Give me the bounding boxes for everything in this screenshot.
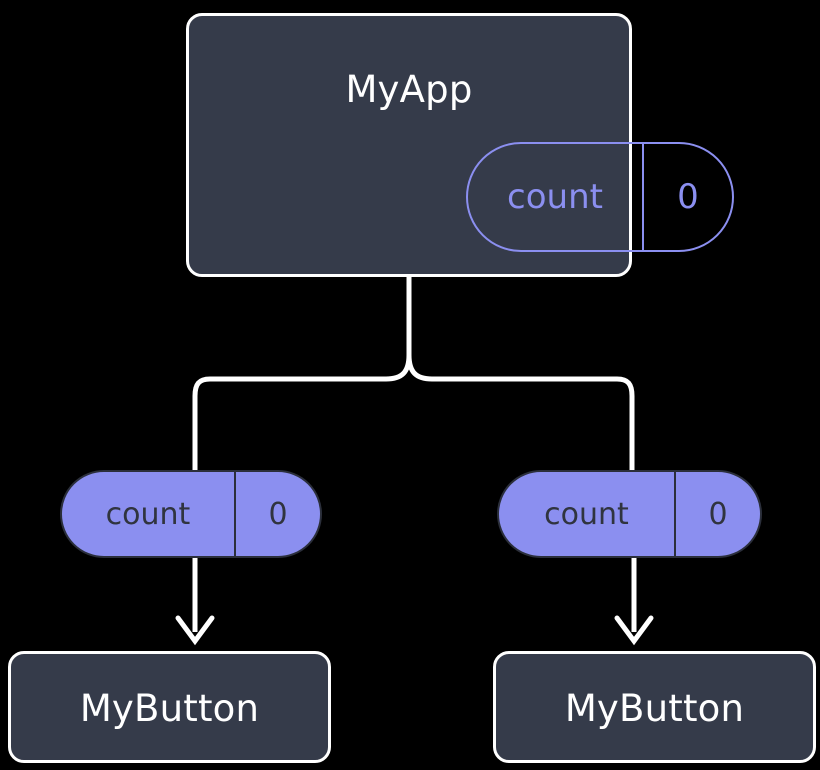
arrow-right-head bbox=[614, 615, 654, 646]
component-node-myapp[interactable]: MyApp count 0 bbox=[186, 13, 734, 277]
edge-root-to-left-branch bbox=[192, 274, 412, 473]
prop-pill-value: 0 bbox=[708, 496, 728, 532]
state-pill-myapp[interactable]: count 0 bbox=[466, 142, 734, 252]
state-pill-value: 0 bbox=[677, 177, 699, 217]
prop-pill-left[interactable]: count 0 bbox=[60, 470, 322, 558]
prop-pill-key: count bbox=[62, 472, 236, 556]
edge-root-to-right-branch bbox=[406, 274, 635, 473]
prop-pill-key: count bbox=[499, 472, 676, 556]
prop-pill-right[interactable]: count 0 bbox=[497, 470, 762, 558]
component-label-myapp: MyApp bbox=[345, 68, 473, 111]
prop-pill-value: 0 bbox=[268, 496, 288, 532]
component-node-mybutton-left[interactable]: MyButton bbox=[8, 651, 331, 763]
component-label-mybutton: MyButton bbox=[564, 687, 745, 730]
component-label-mybutton: MyButton bbox=[79, 687, 260, 730]
component-node-mybutton-right[interactable]: MyButton bbox=[493, 651, 816, 763]
state-pill-key: count bbox=[468, 144, 644, 250]
arrow-left-head bbox=[175, 615, 215, 646]
